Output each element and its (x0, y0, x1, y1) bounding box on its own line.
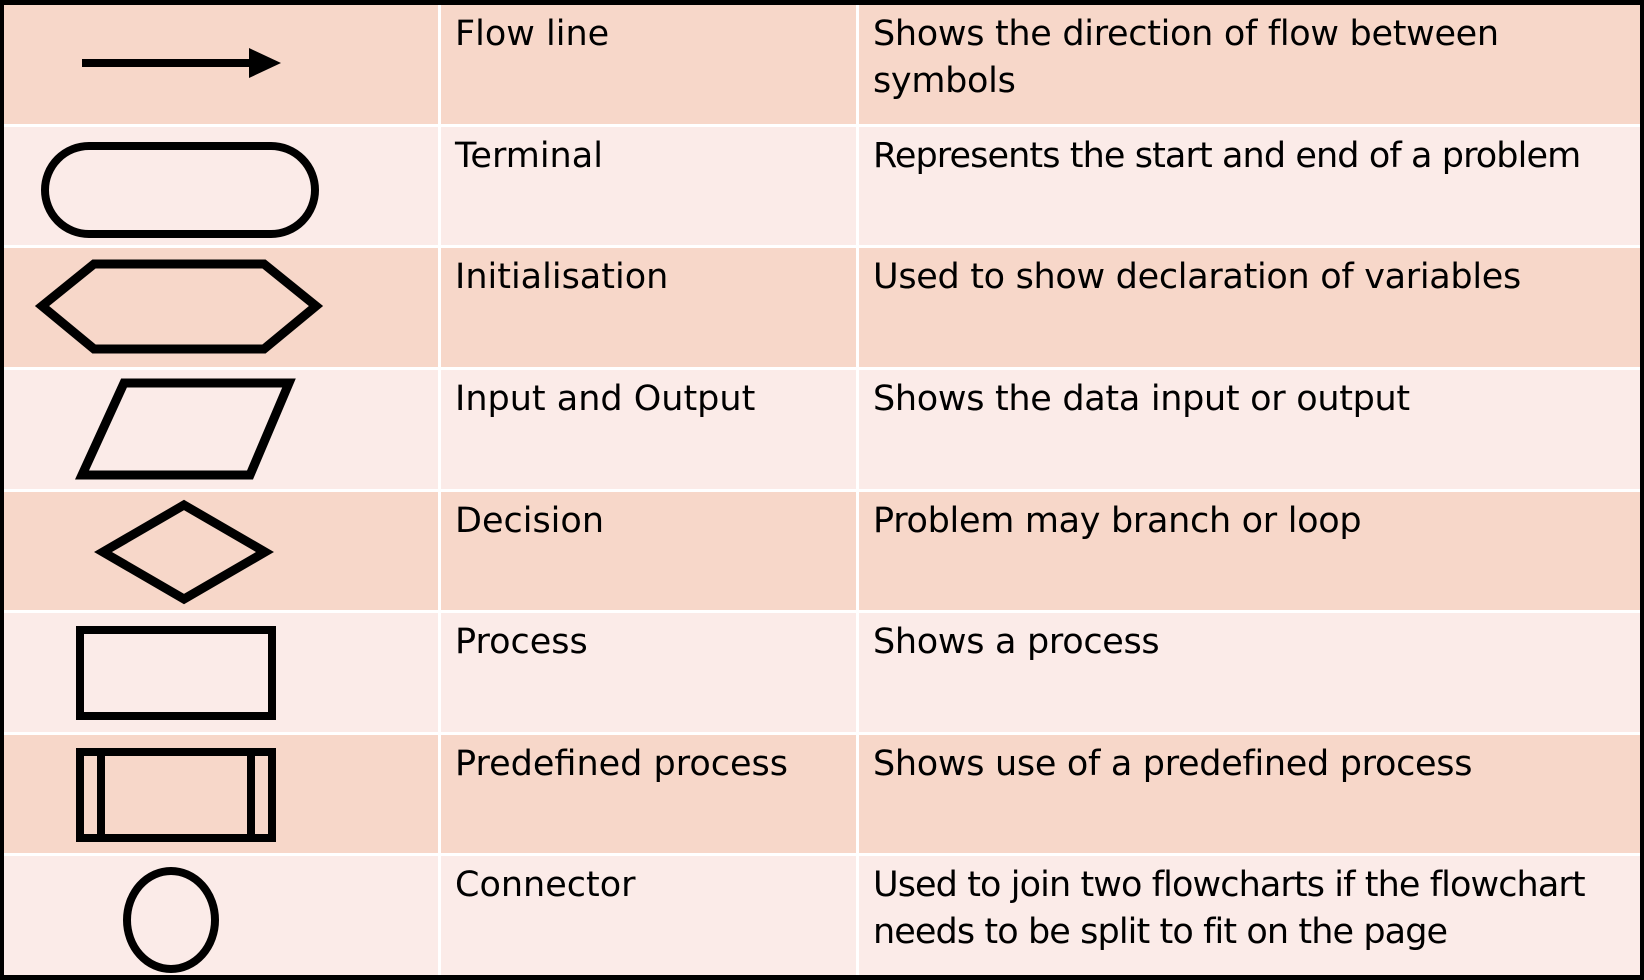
table-row: Process Shows a process (4, 613, 1640, 735)
symbol-name-cell: Flow line (441, 5, 859, 124)
symbol-name: Flow line (455, 14, 610, 54)
symbol-name-cell: Initialisation (441, 248, 859, 367)
table-row: Input and Output Shows the data input or… (4, 369, 1640, 492)
symbol-cell-decision (4, 491, 441, 611)
symbol-description: Shows the data input or output (873, 378, 1410, 419)
symbol-description: Represents the start and end of a proble… (873, 135, 1581, 176)
symbol-name: Input and Output (455, 378, 756, 419)
symbol-description: Problem may branch or loop (873, 500, 1362, 541)
table-row: Initialisation Used to show declaration … (4, 248, 1640, 370)
input-output-parallelogram-icon (74, 378, 296, 480)
symbol-description-cell: Represents the start and end of a proble… (859, 127, 1640, 246)
symbol-description: Used to show declaration of variables (873, 257, 1521, 298)
symbol-description-cell: Shows a process (859, 613, 1640, 732)
symbol-description: Used to join two flowcharts if the flowc… (873, 865, 1586, 953)
symbol-description: Shows the direction of flow between symb… (873, 14, 1499, 101)
symbol-name: Terminal (455, 135, 603, 176)
symbol-cell-flow-line (4, 5, 441, 124)
table-row: Flow line Shows the direction of flow be… (4, 5, 1640, 127)
symbol-description-cell: Problem may branch or loop (859, 492, 1640, 611)
symbol-description: Shows use of a predefined process (873, 743, 1473, 784)
symbol-name-cell: Input and Output (441, 369, 859, 489)
predefined-process-rectangle-icon (76, 747, 276, 842)
table-row: Decision Problem may branch or loop (4, 491, 1640, 614)
symbol-name-cell: Process (441, 613, 859, 732)
symbol-description-cell: Shows the direction of flow between symb… (859, 5, 1640, 124)
symbol-description: Shows a process (873, 622, 1160, 663)
symbol-cell-predefined-process (4, 734, 441, 854)
symbol-description-cell: Shows the data input or output (859, 370, 1640, 489)
symbol-cell-connector (4, 856, 441, 975)
symbol-cell-terminal (4, 126, 441, 246)
decision-diamond-icon (94, 499, 274, 604)
symbol-name: Initialisation (455, 257, 669, 298)
symbol-cell-initialisation (4, 248, 441, 367)
flowchart-symbols-table: Flow line Shows the direction of flow be… (4, 5, 1640, 975)
symbol-name-cell: Decision (441, 491, 859, 611)
connector-circle-icon (123, 867, 219, 974)
symbol-name: Connector (455, 865, 636, 906)
symbol-description-cell: Used to show declaration of variables (859, 248, 1640, 367)
symbol-name: Process (455, 622, 588, 663)
symbol-name-cell: Terminal (441, 126, 859, 246)
flow-line-arrow-icon (82, 48, 281, 78)
symbol-name: Decision (455, 500, 605, 541)
symbol-cell-input-output (4, 369, 441, 489)
process-rectangle-icon (76, 626, 276, 721)
symbol-cell-process (4, 613, 441, 732)
symbol-name-cell: Predefined process (441, 734, 859, 854)
symbol-name: Predefined process (455, 743, 788, 784)
initialisation-hexagon-icon (34, 259, 324, 354)
table-row: Predefined process Shows use of a predef… (4, 734, 1640, 857)
symbol-name-cell: Connector (441, 856, 859, 975)
symbol-description-cell: Used to join two flowcharts if the flowc… (859, 856, 1640, 975)
terminal-stadium-icon (41, 141, 319, 238)
table-row: Terminal Represents the start and end of… (4, 126, 1640, 249)
symbol-description-cell: Shows use of a predefined process (859, 735, 1640, 854)
table-row: Connector Used to join two flowcharts if… (4, 856, 1640, 975)
